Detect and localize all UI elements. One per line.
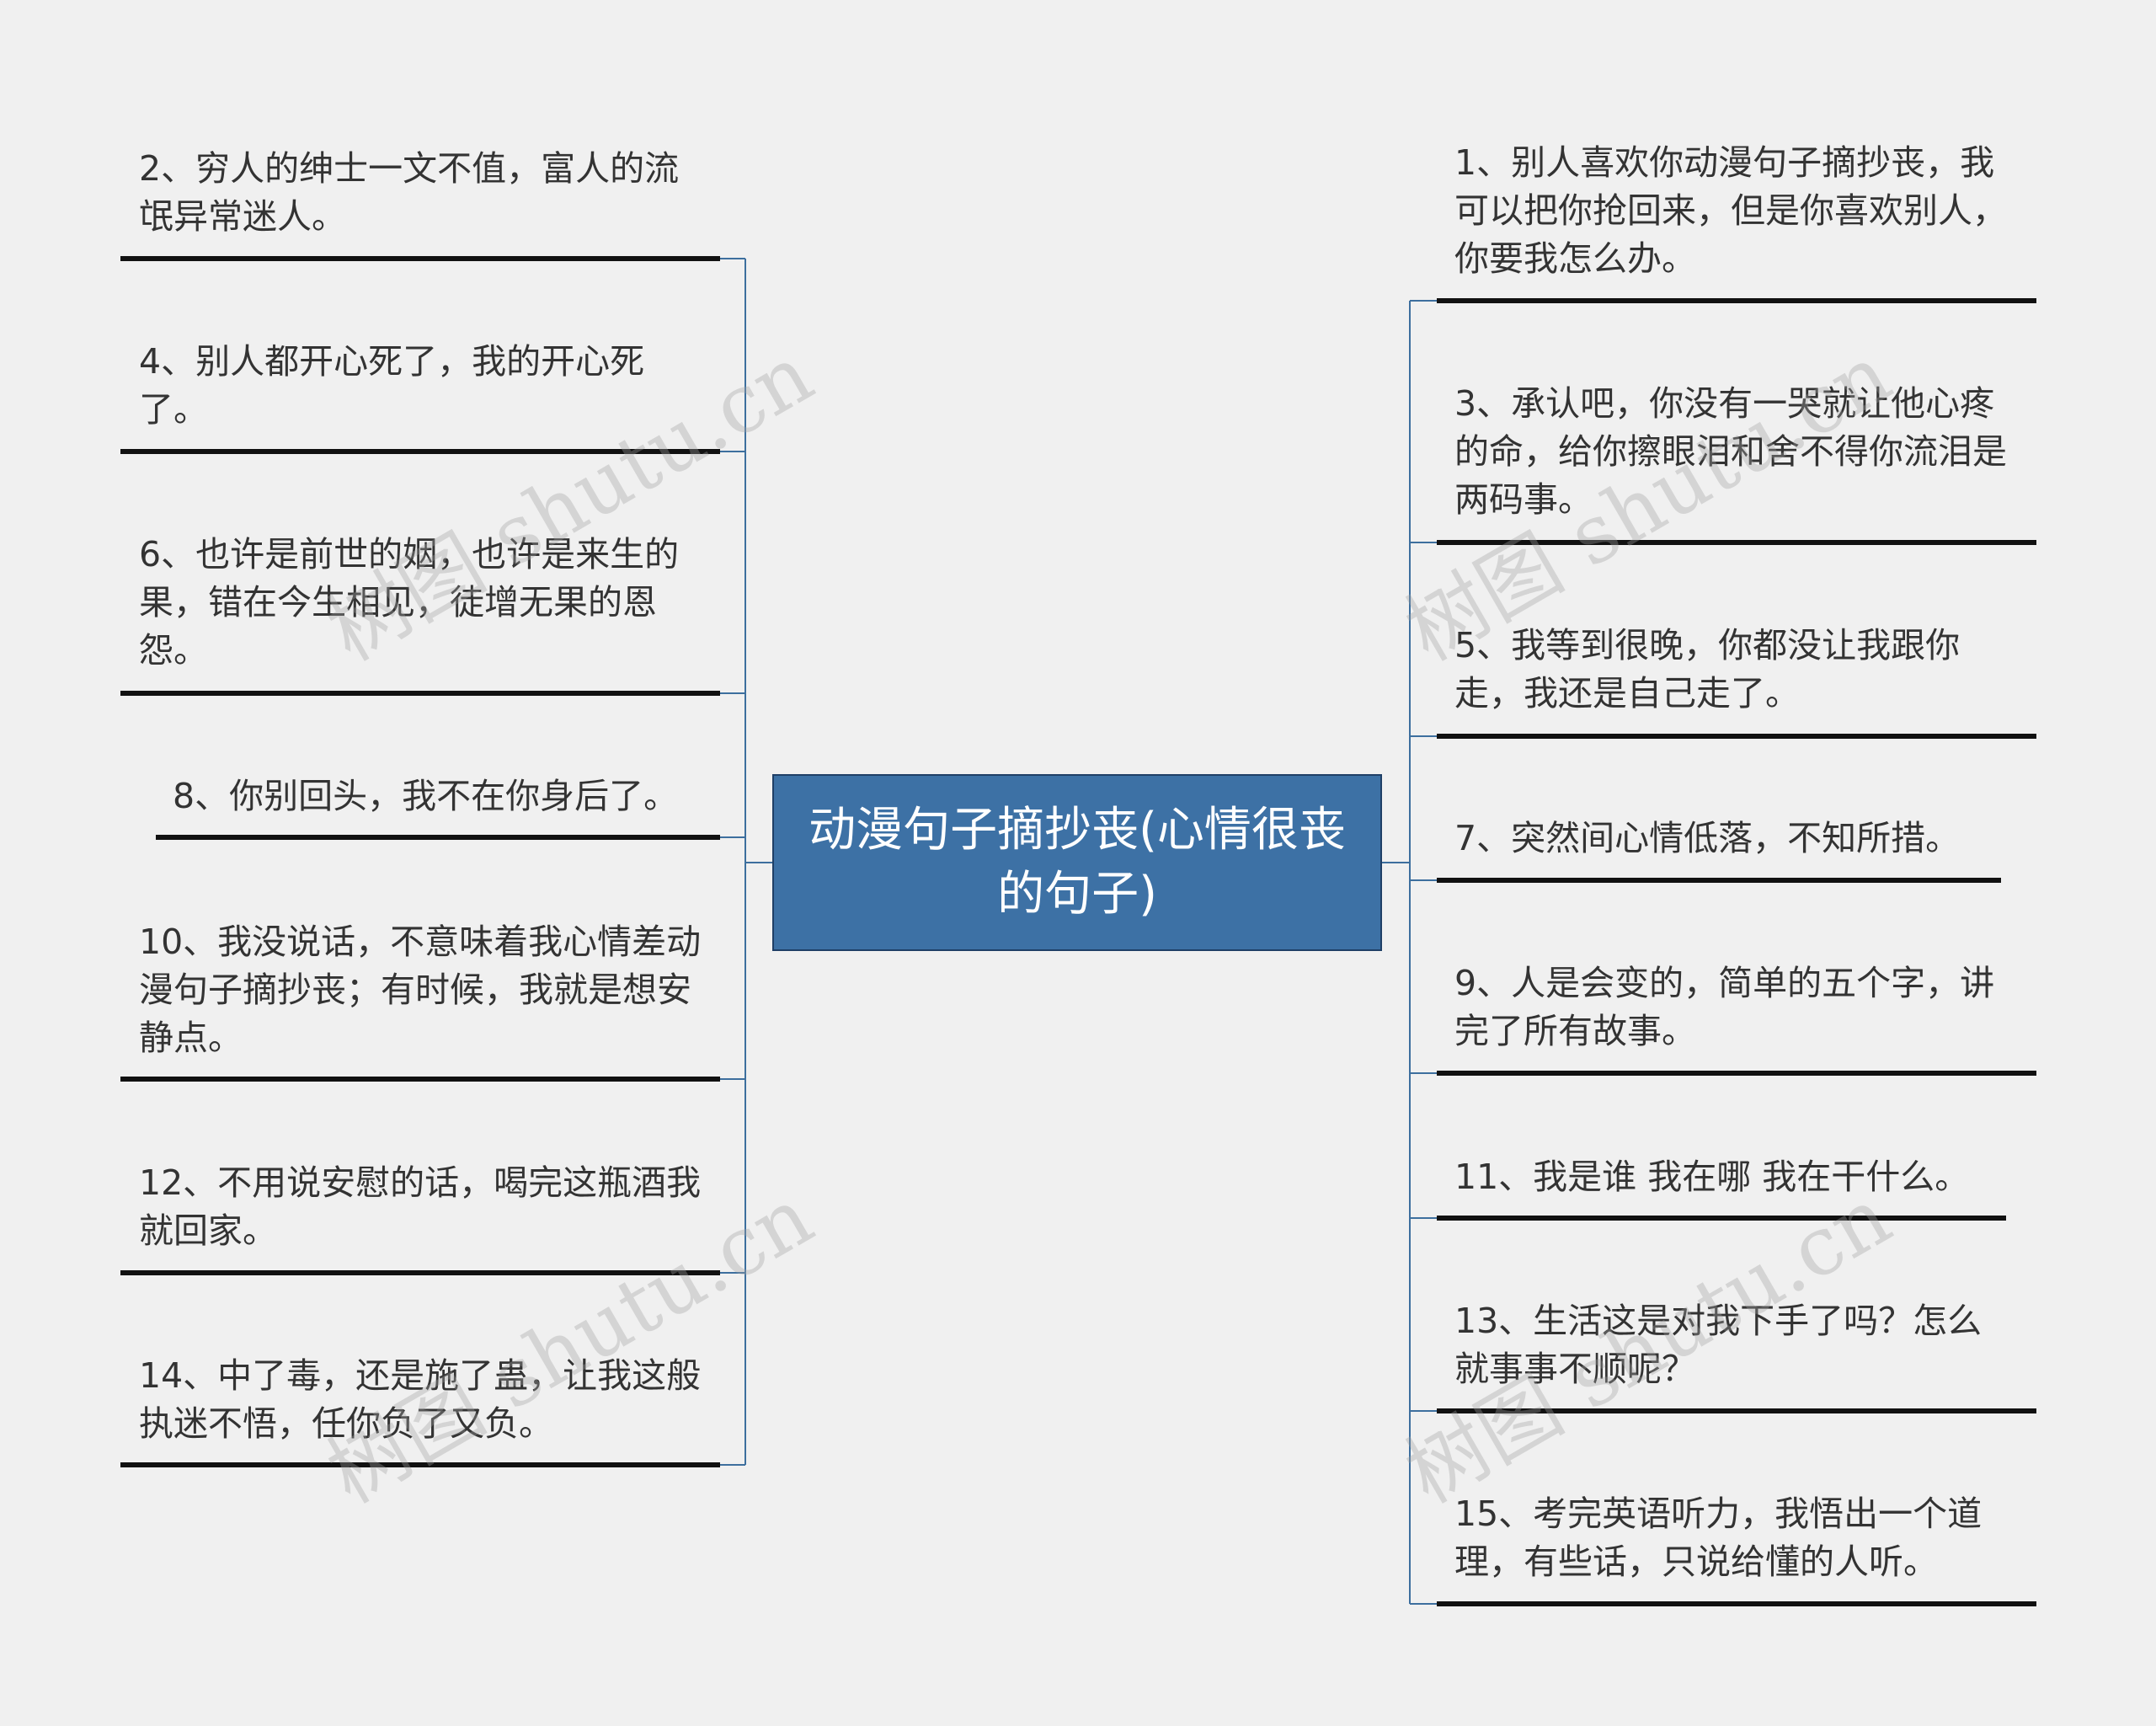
leaf-underline xyxy=(1437,1071,2036,1076)
leaf-node[interactable]: 15、考完英语听力，我悟出一个道理，有些话，只说给懂的人听。 xyxy=(1454,1494,1983,1582)
leaf-underline xyxy=(1437,878,2001,883)
root-node[interactable]: 动漫句子摘抄丧(心情很丧的句子) xyxy=(772,774,1382,951)
leaf-underline xyxy=(156,835,720,840)
leaf-underline xyxy=(1437,1601,2036,1606)
leaf-underline xyxy=(1437,540,2036,545)
leaf-underline xyxy=(120,1270,720,1275)
leaf-node[interactable]: 1、别人喜欢你动漫句子摘抄丧，我可以把你抢回来，但是你喜欢别人，你要我怎么办。 xyxy=(1454,142,2007,279)
leaf-underline xyxy=(1437,1408,2036,1413)
leaf-node[interactable]: 3、承认吧，你没有一哭就让他心疼的命，给你擦眼泪和舍不得你流泪是两码事。 xyxy=(1454,383,2007,520)
leaf-node[interactable]: 10、我没说话，不意味着我心情差动漫句子摘抄丧；有时候，我就是想安静点。 xyxy=(139,922,702,1058)
leaf-node[interactable]: 7、突然间心情低落，不知所措。 xyxy=(1454,818,1961,858)
leaf-underline xyxy=(120,691,720,696)
leaf-underline xyxy=(120,256,720,261)
leaf-underline xyxy=(120,1462,720,1467)
leaf-underline xyxy=(1437,298,2036,303)
leaf-underline xyxy=(1437,1216,2006,1221)
leaf-node[interactable]: 11、我是谁 我在哪 我在干什么。 xyxy=(1454,1157,1970,1197)
leaf-node[interactable]: 12、不用说安慰的话，喝完这瓶酒我就回家。 xyxy=(139,1162,702,1251)
leaf-node[interactable]: 8、你别回头，我不在你身后了。 xyxy=(173,776,679,816)
root-title: 动漫句子摘抄丧(心情很丧的句子) xyxy=(808,803,1346,922)
leaf-node[interactable]: 2、穷人的绅士一文不值，富人的流氓异常迷人。 xyxy=(139,148,680,237)
leaf-node[interactable]: 14、中了毒，还是施了蛊，让我这般执迷不悟，任你负了又负。 xyxy=(139,1355,702,1444)
leaf-node[interactable]: 5、我等到很晚，你都没让我跟你走，我还是自己走了。 xyxy=(1454,625,1961,713)
leaf-underline xyxy=(1437,734,2036,739)
leaf-underline xyxy=(120,449,720,454)
leaf-node[interactable]: 6、也许是前世的姻，也许是来生的果，错在今生相见，徒增无果的恩怨。 xyxy=(139,534,680,671)
leaf-node[interactable]: 13、生活这是对我下手了吗？怎么就事事不顺呢？ xyxy=(1454,1301,1983,1389)
leaf-node[interactable]: 4、别人都开心死了，我的开心死了。 xyxy=(139,341,645,430)
leaf-node[interactable]: 9、人是会变的，简单的五个字，讲完了所有故事。 xyxy=(1454,963,1995,1051)
leaf-underline xyxy=(120,1077,720,1082)
